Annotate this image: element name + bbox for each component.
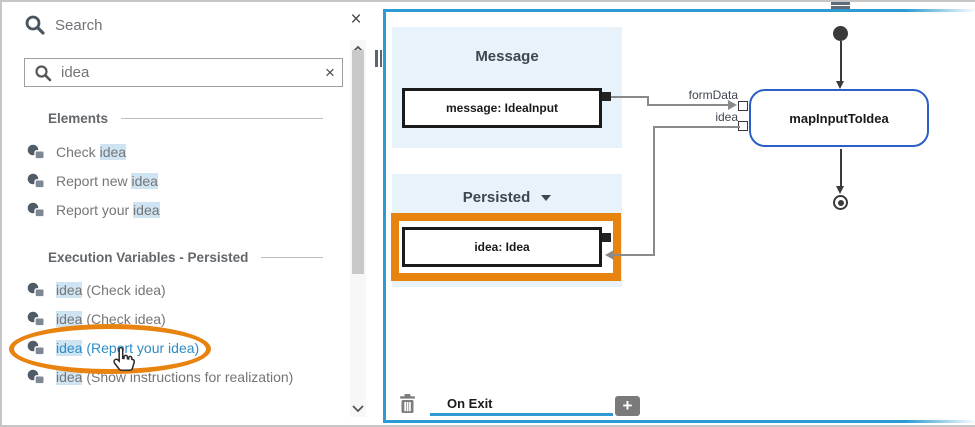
task-node-label: mapInputToIdea <box>789 110 889 126</box>
drag-handle-icon[interactable] <box>831 2 850 10</box>
list-item[interactable]: Report your idea <box>27 202 323 218</box>
search-panel-title: Search <box>55 16 103 34</box>
edge-formdata-arrow <box>728 100 737 110</box>
edge-formdata-seg3 <box>647 104 729 106</box>
flow-line-end <box>839 149 842 187</box>
message-group-title: Message <box>475 48 539 65</box>
list-item[interactable]: idea (Show instructions for realization) <box>27 369 323 385</box>
trash-icon[interactable] <box>398 393 417 414</box>
section-label: Elements <box>48 110 109 126</box>
list-item[interactable]: Check idea <box>27 144 323 160</box>
variable-icon <box>27 202 45 218</box>
chevron-down-icon <box>541 195 552 202</box>
variable-icon <box>27 173 45 189</box>
section-label: Execution Variables - Persisted <box>48 249 249 265</box>
persisted-group-title-text: Persisted <box>462 189 531 206</box>
tab-active-underline <box>430 413 613 416</box>
edge-formdata-seg1 <box>611 96 649 98</box>
list-item-label: Check idea <box>56 144 127 160</box>
diagram-border-left <box>383 9 386 423</box>
list-item-label: idea (Show instructions for realization) <box>56 369 294 385</box>
idea-variable-box[interactable]: idea: Idea <box>402 227 602 267</box>
variable-icon <box>27 282 45 298</box>
variable-icon <box>27 311 45 327</box>
edge-label-formdata: formData <box>688 88 738 102</box>
list-item-label: Report your idea <box>56 202 160 218</box>
diagram-border-bottom <box>383 420 975 423</box>
edge-idea-arrow <box>605 250 614 260</box>
task-formdata-port[interactable] <box>738 101 748 111</box>
task-node[interactable]: mapInputToIdea <box>749 89 929 147</box>
search-input-box: × <box>24 58 343 87</box>
end-node[interactable] <box>833 195 848 210</box>
persisted-group-title[interactable]: Persisted <box>392 174 622 206</box>
section-divider <box>121 117 323 119</box>
list-item-label: idea (Report your idea) <box>56 340 200 356</box>
close-icon[interactable]: × <box>350 9 362 30</box>
search-icon <box>25 15 45 35</box>
add-button[interactable]: + <box>615 396 640 416</box>
list-item-label: Report new idea <box>56 173 158 189</box>
diagram-border-top <box>383 9 975 12</box>
variable-icon <box>27 369 45 385</box>
list-item[interactable]: idea (Report your idea) <box>27 340 323 356</box>
scrollbar[interactable] <box>350 40 366 417</box>
section-header: Elements <box>48 110 323 126</box>
list-item[interactable]: idea (Check idea) <box>27 282 323 298</box>
search-input[interactable] <box>61 64 318 81</box>
variable-icon <box>27 340 45 356</box>
list-item-label: idea (Check idea) <box>56 282 166 298</box>
idea-input-port[interactable] <box>602 233 611 242</box>
search-input-icon <box>35 64 52 81</box>
edge-idea-seg1 <box>653 126 740 128</box>
tab-on-exit[interactable]: On Exit <box>447 396 493 411</box>
scrollbar-thumb[interactable] <box>352 50 364 274</box>
edge-formdata-seg2 <box>647 96 649 106</box>
flow-arrow-start <box>835 81 844 89</box>
edge-idea-seg3 <box>614 254 655 256</box>
start-node[interactable] <box>833 26 848 41</box>
edge-idea-seg2 <box>653 126 655 256</box>
scroll-down-icon[interactable] <box>350 401 366 415</box>
list-item-label: idea (Check idea) <box>56 311 166 327</box>
search-panel-header: Search <box>24 14 103 36</box>
message-variable-box[interactable]: message: IdeaInput <box>402 88 602 128</box>
flow-arrow-end <box>835 186 844 194</box>
scroll-up-icon[interactable] <box>350 42 366 56</box>
variable-icon <box>27 144 45 160</box>
message-variable-label: message: IdeaInput <box>445 101 559 115</box>
clear-search-icon[interactable]: × <box>325 62 335 82</box>
message-output-port[interactable] <box>602 92 611 101</box>
section-divider <box>261 256 323 258</box>
idea-variable-label: idea: Idea <box>474 240 530 254</box>
edge-label-idea: idea <box>715 110 738 124</box>
flow-line-start <box>839 41 842 82</box>
section-header: Execution Variables - Persisted <box>48 249 323 265</box>
list-item[interactable]: idea (Check idea) <box>27 311 323 327</box>
list-item[interactable]: Report new idea <box>27 173 323 189</box>
